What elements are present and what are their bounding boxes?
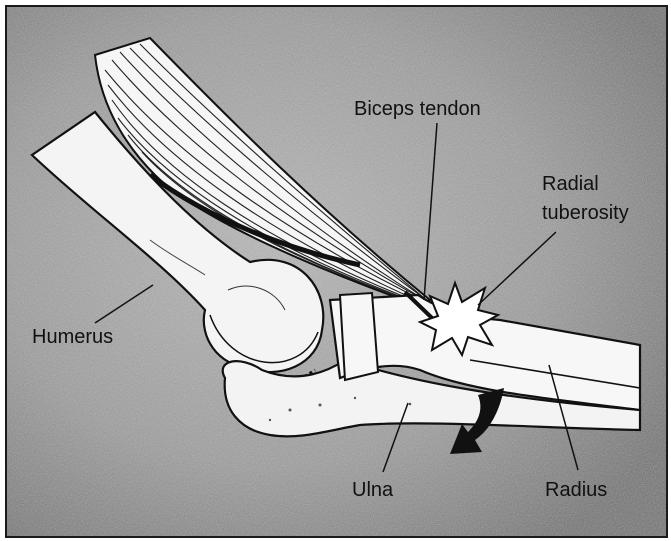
- label-ulna: Ulna: [352, 479, 394, 501]
- label-radius: Radius: [545, 479, 607, 501]
- label-radial-tuberosity-line2: tuberosity: [542, 202, 629, 224]
- label-biceps-tendon: Biceps tendon: [354, 98, 481, 120]
- label-radial-tuberosity-line1: Radial: [542, 173, 599, 195]
- label-humerus: Humerus: [32, 326, 113, 348]
